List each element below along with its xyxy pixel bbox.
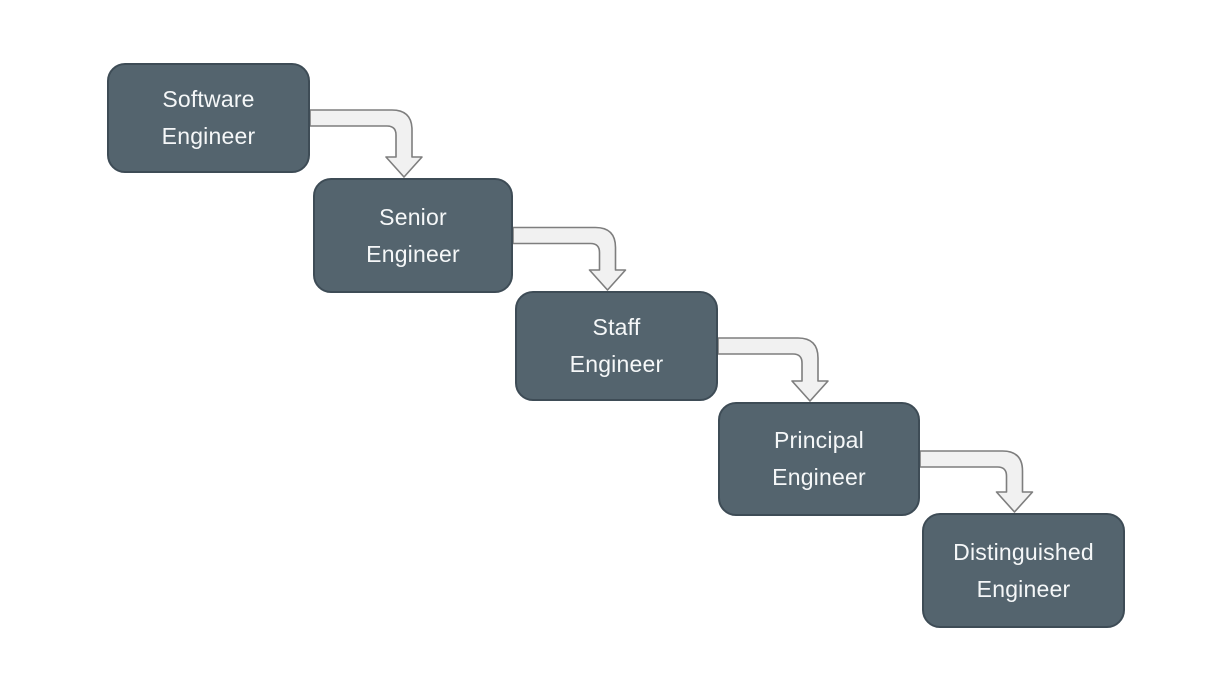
node-label-line: Engineer [976, 575, 1071, 602]
node-label-line: Engineer [161, 123, 256, 149]
node-label-line: Senior [379, 203, 447, 230]
node-label-line: Staff [592, 314, 641, 340]
arrow-senior-engineer-to-staff-engineer [512, 226, 627, 291]
node-label-line: Engineer [772, 464, 866, 490]
arrow-software-engineer-to-senior-engineer [309, 109, 423, 178]
node-label-line: Engineer [569, 351, 664, 377]
node-label-line: Distinguished [953, 538, 1094, 565]
node-label-line: Engineer [366, 240, 460, 267]
node-label-line: Principal [773, 427, 864, 453]
arrow-principal-engineer-to-distinguished-engineer [919, 450, 1034, 513]
node-label-line: Software [162, 86, 255, 112]
arrow-staff-engineer-to-principal-engineer [717, 337, 829, 402]
